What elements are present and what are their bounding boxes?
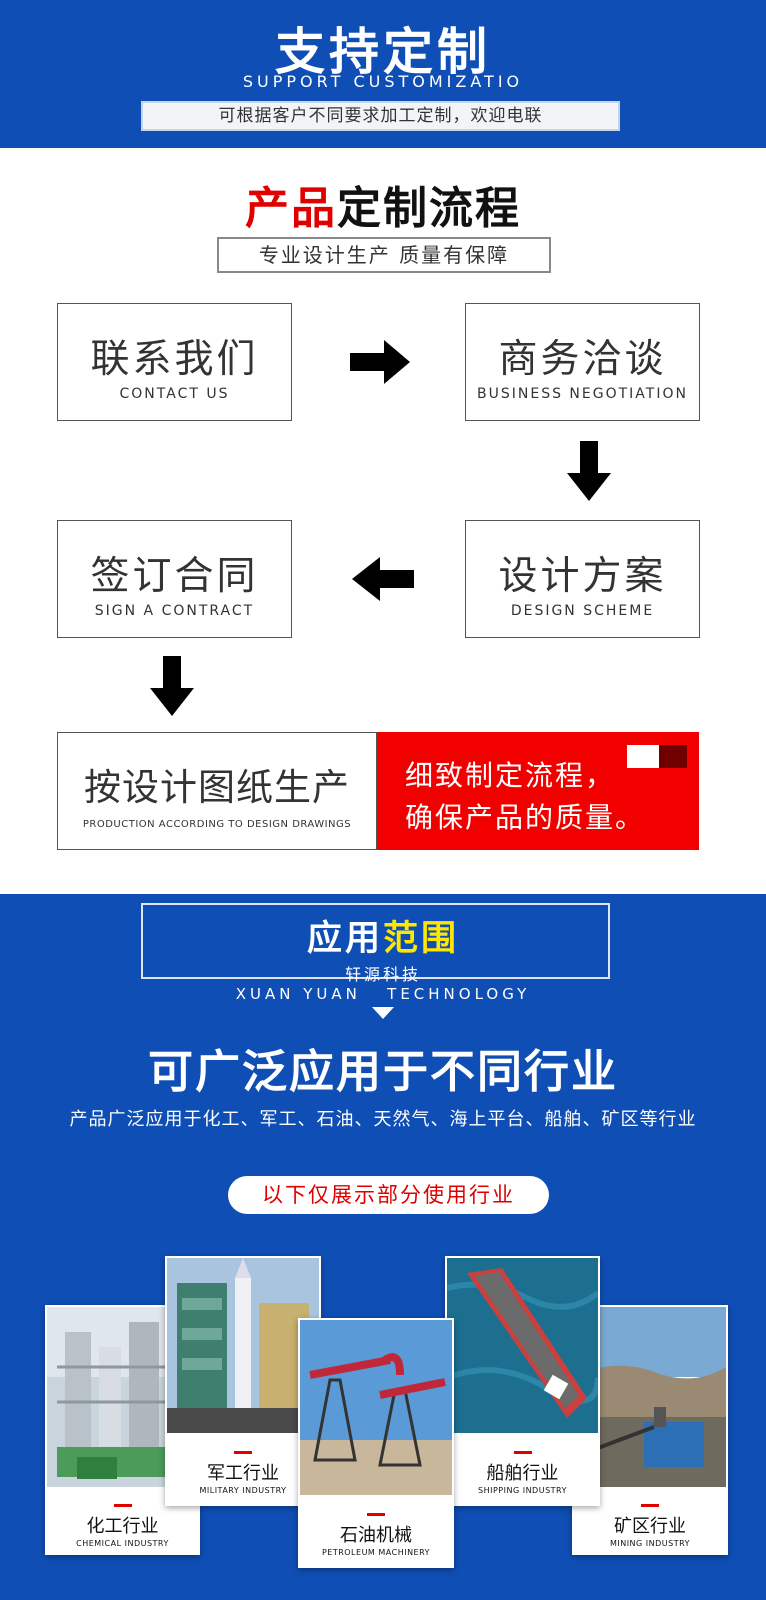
process-title: 产品定制流程 xyxy=(0,172,766,236)
application-headline: 可广泛应用于不同行业 xyxy=(147,1045,618,1098)
step-label-cn: 签订合同 xyxy=(90,554,259,599)
application-title-frame xyxy=(141,903,610,979)
arrow-down-icon xyxy=(150,656,194,716)
step-label-cn: 设计方案 xyxy=(498,554,667,599)
step-label-en: CONTACT US xyxy=(119,386,230,402)
step-contact-us: 联系我们 CONTACT US xyxy=(57,303,292,421)
header-title: 支持定制 xyxy=(275,23,491,81)
ship-image xyxy=(447,1258,598,1433)
process-subtitle: 专业设计生产 质量有保障 xyxy=(217,237,551,273)
industry-label-cn: 化工行业 xyxy=(86,1516,159,1537)
process-title-red: 产品 xyxy=(245,183,337,234)
oil-pumpjack-image xyxy=(300,1320,452,1495)
industry-card-petroleum: 石油机械 PETROLEUM MACHINERY xyxy=(298,1318,454,1568)
step-label-cn: 按设计图纸生产 xyxy=(84,766,350,809)
application-title-yellow: 范围 xyxy=(383,919,460,959)
caption-red-bar xyxy=(234,1451,252,1454)
arrow-right-icon xyxy=(350,340,410,384)
decor-square-dark xyxy=(659,745,687,768)
company-name-cn: 轩源科技 xyxy=(344,965,421,984)
industry-label-cn: 石油机械 xyxy=(340,1525,412,1546)
step-label-cn: 联系我们 xyxy=(90,337,259,382)
rocket-launch-image xyxy=(167,1258,319,1433)
caption-red-bar xyxy=(367,1513,385,1516)
industry-label-en: CHEMICAL INDUSTRY xyxy=(76,1539,169,1548)
industry-card-military: 军工行业 MILITARY INDUSTRY xyxy=(165,1256,321,1506)
industry-label-en: MILITARY INDUSTRY xyxy=(199,1486,287,1495)
step-label-en: DESIGN SCHEME xyxy=(510,603,655,619)
application-title-white: 应用 xyxy=(306,919,383,959)
industry-card-shipping: 船舶行业 SHIPPING INDUSTRY xyxy=(445,1256,600,1506)
arrow-left-icon xyxy=(352,557,414,601)
step-design-scheme: 设计方案 DESIGN SCHEME xyxy=(465,520,700,638)
industry-label-cn: 军工行业 xyxy=(207,1463,279,1484)
caption-red-bar xyxy=(113,1504,132,1507)
step-label-en: PRODUCTION ACCORDING TO DESIGN DRAWINGS xyxy=(82,819,352,830)
header-subtitle: SUPPORT CUSTOMIZATIO xyxy=(242,72,524,91)
company-name-en: XUAN YUAN TECHNOLOGY xyxy=(235,985,531,1003)
caption-red-bar xyxy=(513,1451,532,1454)
step-label-cn: 商务洽谈 xyxy=(498,337,667,382)
decor-square-white xyxy=(627,745,659,768)
industry-label-en: MINING INDUSTRY xyxy=(609,1539,691,1548)
quality-promo: 细致制定流程， 确保产品的质量。 xyxy=(377,732,699,850)
step-label-en: BUSINESS NEGOTIATION xyxy=(477,386,688,402)
header-note: 可根据客户不同要求加工定制，欢迎电联 xyxy=(141,101,620,131)
step-business-negotiation: 商务洽谈 BUSINESS NEGOTIATION xyxy=(465,303,700,421)
application-title: 应用范围 xyxy=(0,910,766,961)
triangle-down-icon xyxy=(372,1007,394,1019)
process-title-black: 定制流程 xyxy=(337,183,521,234)
industry-label-cn: 船舶行业 xyxy=(486,1463,559,1484)
promo-line-2: 确保产品的质量。 xyxy=(405,801,646,834)
mining-site-image xyxy=(574,1307,726,1487)
application-description: 产品广泛应用于化工、军工、石油、天然气、海上平台、船舶、矿区等行业 xyxy=(69,1109,697,1130)
promo-line-1: 细致制定流程， xyxy=(405,759,616,792)
industries-pill: 以下仅展示部分使用行业 xyxy=(228,1176,549,1214)
step-sign-contract: 签订合同 SIGN A CONTRACT xyxy=(57,520,292,638)
step-production: 按设计图纸生产 PRODUCTION ACCORDING TO DESIGN D… xyxy=(57,732,377,850)
industry-label-en: SHIPPING INDUSTRY xyxy=(478,1486,567,1495)
industry-label-cn: 矿区行业 xyxy=(614,1516,686,1537)
caption-red-bar xyxy=(641,1504,659,1507)
step-label-en: SIGN A CONTRACT xyxy=(94,603,255,619)
arrow-down-icon xyxy=(567,441,611,501)
industry-label-en: PETROLEUM MACHINERY xyxy=(321,1548,431,1557)
